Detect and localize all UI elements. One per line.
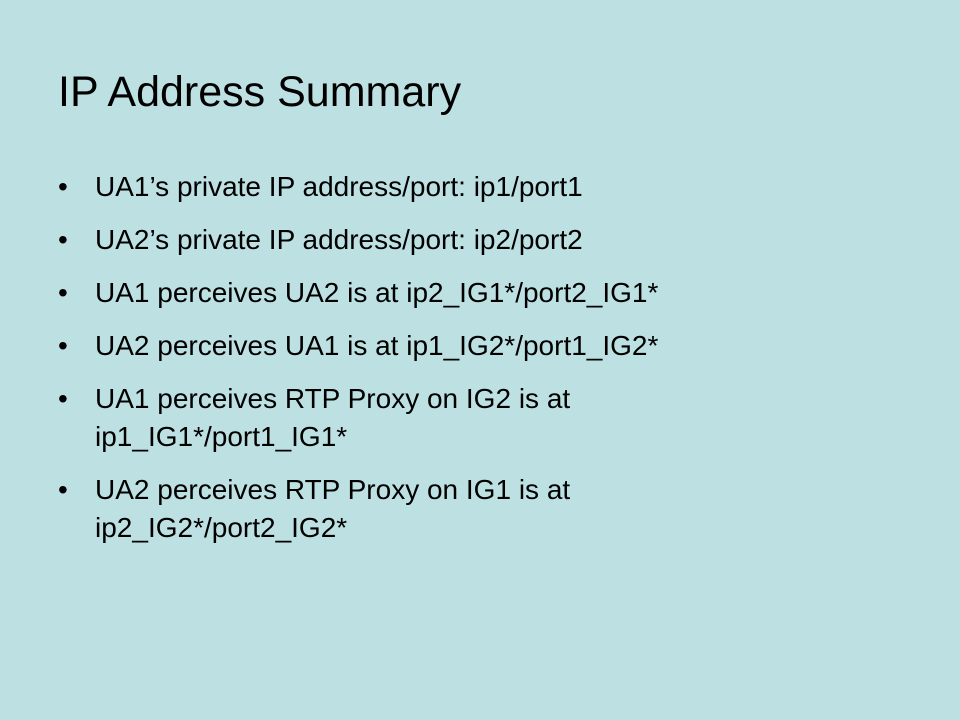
- bullet-dot-icon: •: [58, 383, 68, 414]
- bullet-dot-icon: •: [58, 224, 68, 255]
- bullet-text: UA2’s private IP address/port: ip2/port2: [95, 224, 583, 255]
- bullet-text: UA1’s private IP address/port: ip1/port1: [95, 171, 583, 202]
- bullet-dot-icon: •: [58, 171, 68, 202]
- bullet-dot-icon: •: [58, 474, 68, 505]
- bullet-text: UA1 perceives UA2 is at ip2_IG1*/port2_I…: [95, 277, 659, 308]
- bullet-item: • UA2 perceives UA1 is at ip1_IG2*/port1…: [58, 327, 898, 365]
- bullet-dot-icon: •: [58, 277, 68, 308]
- bullet-item: • UA2’s private IP address/port: ip2/por…: [58, 221, 898, 259]
- bullet-text: UA2 perceives UA1 is at ip1_IG2*/port1_I…: [95, 330, 659, 361]
- bullet-item: • UA1’s private IP address/port: ip1/por…: [58, 168, 898, 206]
- bullet-text: UA2 perceives RTP Proxy on IG1 is at ip2…: [95, 474, 571, 543]
- bullet-dot-icon: •: [58, 330, 68, 361]
- bullet-text: UA1 perceives RTP Proxy on IG2 is at ip1…: [95, 383, 571, 452]
- bullet-item: • UA1 perceives RTP Proxy on IG2 is at i…: [58, 380, 898, 456]
- bullet-list: • UA1’s private IP address/port: ip1/por…: [58, 168, 898, 562]
- bullet-item: • UA1 perceives UA2 is at ip2_IG1*/port2…: [58, 274, 898, 312]
- bullet-item: • UA2 perceives RTP Proxy on IG1 is at i…: [58, 471, 898, 547]
- slide-title: IP Address Summary: [58, 68, 462, 116]
